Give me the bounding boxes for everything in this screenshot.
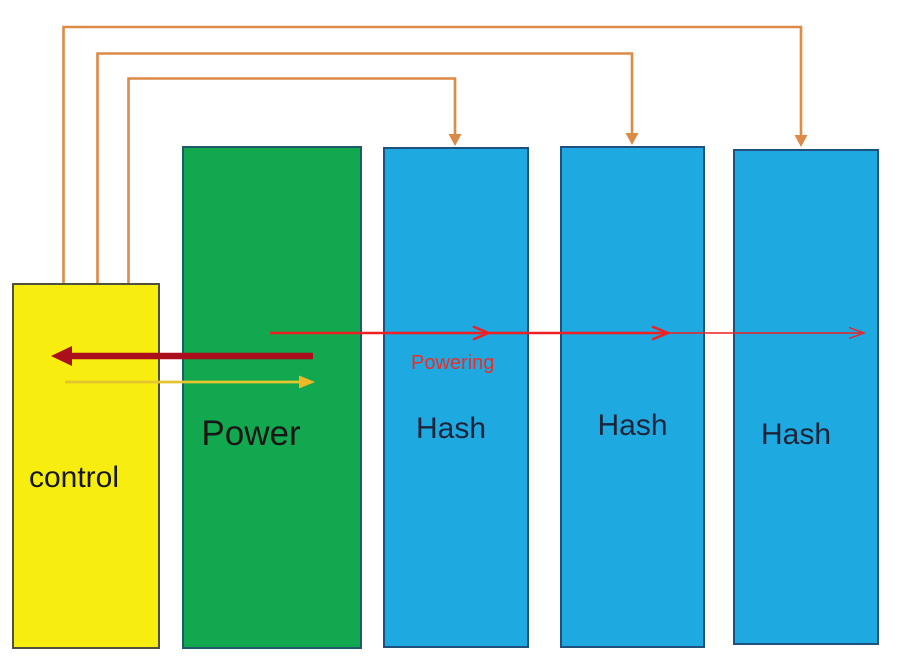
control-signal-wire-2 [96,52,634,283]
control-unit-box: control [12,283,160,649]
signal-arrowhead-icon [794,135,808,147]
signal-arrowhead-icon [448,134,462,146]
hash-board-label: Hash [760,418,832,451]
power-supply-label: Power [201,414,301,453]
hash-board-box-2: Hash [560,146,705,648]
power-supply-box: Power [182,146,362,649]
powering-label: Powering [411,352,495,374]
hash-board-label: Hash [415,412,487,445]
signal-arrowhead-icon [625,133,639,145]
hash-board-box-1: Hash [383,147,529,648]
hash-board-label: Hash [597,409,668,442]
hash-board-box-3: Hash [733,149,879,645]
control-unit-label: control [28,461,120,494]
